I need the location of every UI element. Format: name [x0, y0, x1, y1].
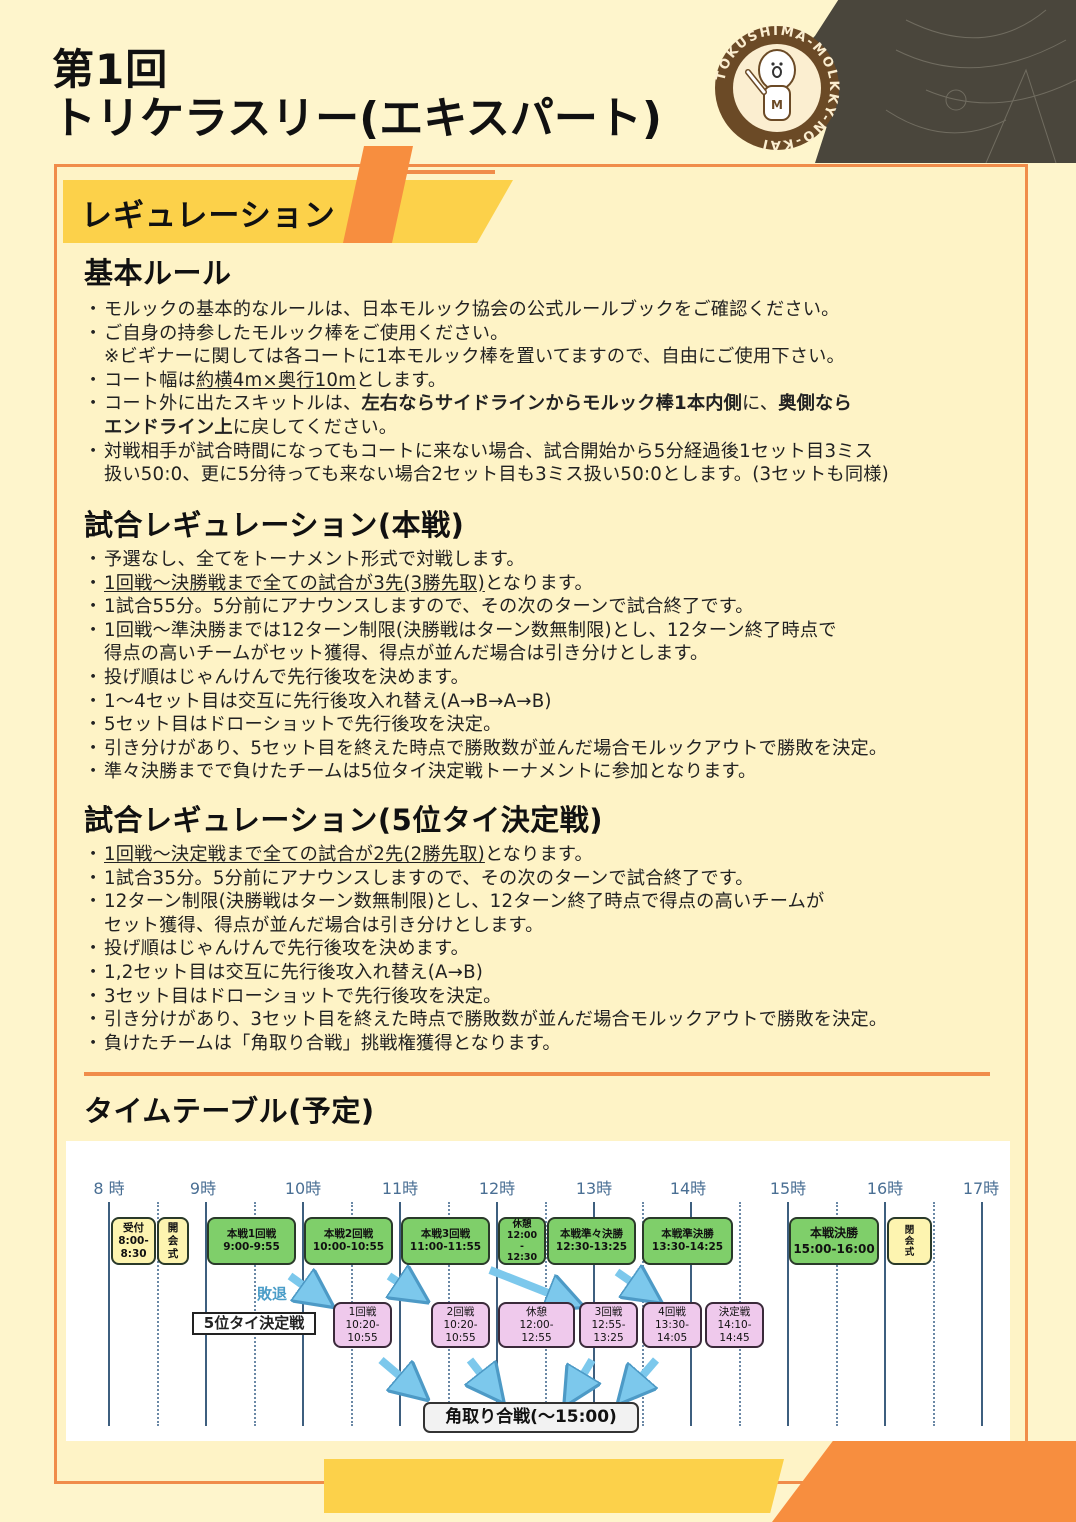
hour-line [884, 1202, 886, 1426]
hour-label: 16時 [866, 1179, 904, 1198]
timetable-heading: タイムテーブル(予定) [84, 1094, 375, 1128]
title-edition: 第1回 [52, 45, 169, 94]
basic-rules-section: 基本ルール モルックの基本的なルールは、日本モルック協会の公式ルールブックをご確… [84, 250, 889, 487]
half-hour-line [836, 1202, 838, 1426]
court-size: 約横4m×奥行10m [195, 369, 357, 391]
hour-line [496, 1202, 498, 1426]
list-item: 対戦相手が試合時間になってもコートに来ない場合、試合開始から5分経過後1セット目… [84, 440, 889, 464]
eliminated-label: 敗退 [257, 1285, 288, 1303]
bottom-yellow-band [324, 1459, 784, 1513]
hour-label: 11時 [381, 1179, 419, 1198]
banner-background [63, 180, 513, 243]
fifth-place-list: 1回戦～決定戦まで全ての試合が2先(2勝先取)となります。 1試合35分。5分前… [84, 843, 887, 1055]
list-item: コート幅は約横4m×奥行10mとします。 [84, 369, 889, 393]
list-item: ご自身の持参したモルック棒をご使用ください。 [84, 322, 889, 346]
list-item: 投げ順はじゃんけんで先行後攻を決めます。 [84, 937, 887, 961]
list-item: 引き分けがあり、5セット目を終えた時点で勝敗数が並んだ場合モルックアウトで勝敗を… [84, 737, 887, 761]
list-item: 1～4セット目は交互に先行後攻入れ替え(A→B→A→B) [84, 690, 887, 714]
fifth-place-section: 試合レギュレーション(5位タイ決定戦) 1回戦～決定戦まで全ての試合が2先(2勝… [84, 797, 887, 1055]
list-item: ※ビギナーに関しては各コートに1本モルック棒を置いてますので、自由にご使用下さい… [104, 346, 845, 368]
banner-title: レギュレーション [81, 198, 336, 234]
list-item: 予選なし、全てをトーナメント形式で対戦します。 [84, 548, 887, 572]
hour-label: 13時 [575, 1179, 613, 1198]
list-item: 1試合35分。5分前にアナウンスしますので、その次のターンで試合終了です。 [84, 867, 887, 891]
title-event-name: トリケラスリー(エキスパート) [52, 93, 663, 144]
hour-label: 9時 [189, 1179, 217, 1198]
hour-label: 8 時 [93, 1179, 125, 1198]
svg-text:M: M [771, 98, 783, 112]
hour-label: 15時 [769, 1179, 807, 1198]
half-hour-line [157, 1202, 159, 1426]
main-match-list: 予選なし、全てをトーナメント形式で対戦します。 1回戦～決勝戦まで全ての試合が3… [84, 548, 887, 784]
bottom-orange-band [772, 1441, 1076, 1522]
list-item: 1回戦～決定戦まで全ての試合が2先(2勝先取)となります。 [84, 843, 887, 867]
list-item: 5セット目はドローショットで先行後攻を決定。 [84, 713, 887, 737]
fifth-place-label: 5位タイ決定戦 [192, 1312, 316, 1335]
list-item: 準々決勝までで負けたチームは5位タイ決定戦トーナメントに参加となります。 [84, 760, 887, 784]
list-item: 1,2セット目は交互に先行後攻入れ替え(A→B) [84, 961, 887, 985]
half-hour-line [933, 1202, 935, 1426]
opening-ceremony-block: 開会式 [157, 1217, 189, 1265]
hour-label: 17時 [962, 1179, 1000, 1198]
hour-label: 14時 [669, 1179, 707, 1198]
hour-label: 10時 [284, 1179, 322, 1198]
corner-battle-block: 角取り合戦(～15:00) [423, 1402, 639, 1433]
hour-line [108, 1202, 110, 1426]
list-item: 1試合55分。5分前にアナウンスしますので、その次のターンで試合終了です。 [84, 595, 887, 619]
closing-ceremony-block: 閉会式 [887, 1217, 932, 1265]
club-logo: TOKUSHIMA-MOLKKY-NO-KAI M [712, 12, 842, 162]
list-item: コート外に出たスキットルは、左右ならサイドラインからモルック棒1本内側に、奥側な… [84, 392, 889, 416]
list-item: エンドライン上に戻してください。 [104, 416, 398, 438]
hour-line [787, 1202, 789, 1426]
list-item: 1回戦～決勝戦まで全ての試合が3先(3勝先取)となります。 [84, 572, 887, 596]
main-match-heading: 試合レギュレーション(本戦) [84, 508, 465, 542]
hour-label: 12時 [478, 1179, 516, 1198]
hour-line [981, 1202, 983, 1426]
hour-line [399, 1202, 401, 1426]
banner-accent-line [400, 170, 495, 174]
basic-rules-heading: 基本ルール [84, 256, 232, 290]
list-item: 3セット目はドローショットで先行後攻を決定。 [84, 985, 887, 1009]
list-item: モルックの基本的なルールは、日本モルック協会の公式ルールブックをご確認ください。 [84, 298, 889, 322]
list-item: 引き分けがあり、3セット目を終えた時点で勝敗数が並んだ場合モルックアウトで勝敗を… [84, 1008, 887, 1032]
list-item: 投げ順はじゃんけんで先行後攻を決めます。 [84, 666, 887, 690]
main-match-section: 試合レギュレーション(本戦) 予選なし、全てをトーナメント形式で対戦します。 1… [84, 502, 887, 784]
fifth-place-heading: 試合レギュレーション(5位タイ決定戦) [84, 803, 604, 837]
section-banner: レギュレーション [63, 146, 513, 243]
section-divider [84, 1072, 990, 1076]
timetable-diagram: 8 時 9時 10時 11時 12時 13時 14時 15時 16時 17時 [66, 1141, 1010, 1441]
list-item: 12ターン制限(決勝戦はターン数無制限)とし、12ターン終了時点で得点の高いチー… [84, 890, 887, 914]
timetable-section: タイムテーブル(予定) [84, 1088, 375, 1134]
list-item: 得点の高いチームがセット獲得、得点が並んだ場合は引き分けとします。 [104, 643, 709, 665]
list-item: 負けたチームは「角取り合戦」挑戦権獲得となります。 [84, 1032, 887, 1056]
list-item: 扱い50:0、更に5分待っても来ない場合2セット目も3ミス扱い50:0とします。… [104, 464, 889, 486]
list-item: 1回戦～準決勝までは12ターン制限(決勝戦はターン数無制限)とし、12ターン終了… [84, 619, 887, 643]
list-item: セット獲得、得点が並んだ場合は引き分けとします。 [104, 914, 544, 936]
basic-rules-list: モルックの基本的なルールは、日本モルック協会の公式ルールブックをご確認ください。… [84, 298, 889, 487]
